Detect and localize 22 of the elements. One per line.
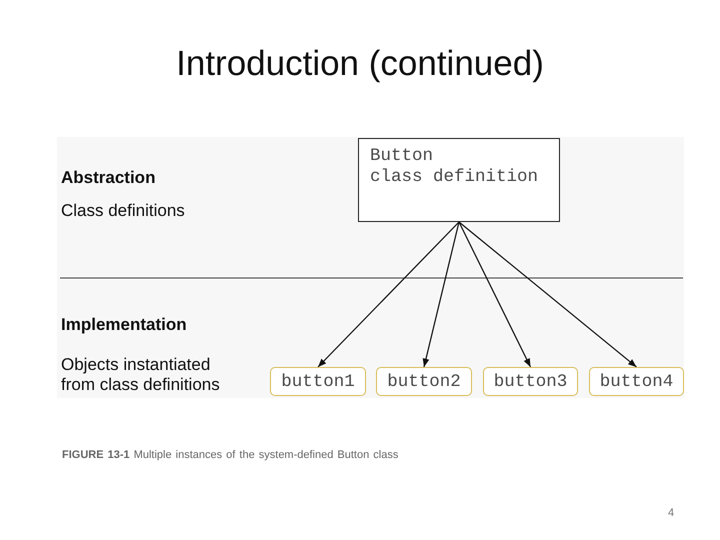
object-box <box>270 367 366 396</box>
object-name: button2 <box>387 372 461 392</box>
class-name: Button <box>370 146 434 167</box>
object-box <box>483 367 578 396</box>
arrow <box>318 222 460 368</box>
arrow <box>422 222 460 368</box>
class-description: class definition <box>370 167 540 188</box>
object-name: button1 <box>281 372 355 392</box>
section-text: Class definitions <box>61 201 185 221</box>
object-box <box>376 367 472 396</box>
object-name: button3 <box>494 372 568 392</box>
class-box <box>358 138 560 222</box>
arrow <box>458 222 637 368</box>
section-text: Objects instantiated from class definitions <box>61 355 221 395</box>
object-name: button4 <box>600 372 674 392</box>
page-number: 4 <box>668 507 674 520</box>
section-heading: Abstraction <box>61 168 156 188</box>
figure-caption: FIGURE 13-1 Multiple instances of the system-defined Button class <box>62 449 398 461</box>
slide-title: Introduction (continued) <box>175 44 545 84</box>
section-heading: Implementation <box>61 315 187 335</box>
object-box <box>589 367 684 396</box>
arrow <box>458 222 532 368</box>
